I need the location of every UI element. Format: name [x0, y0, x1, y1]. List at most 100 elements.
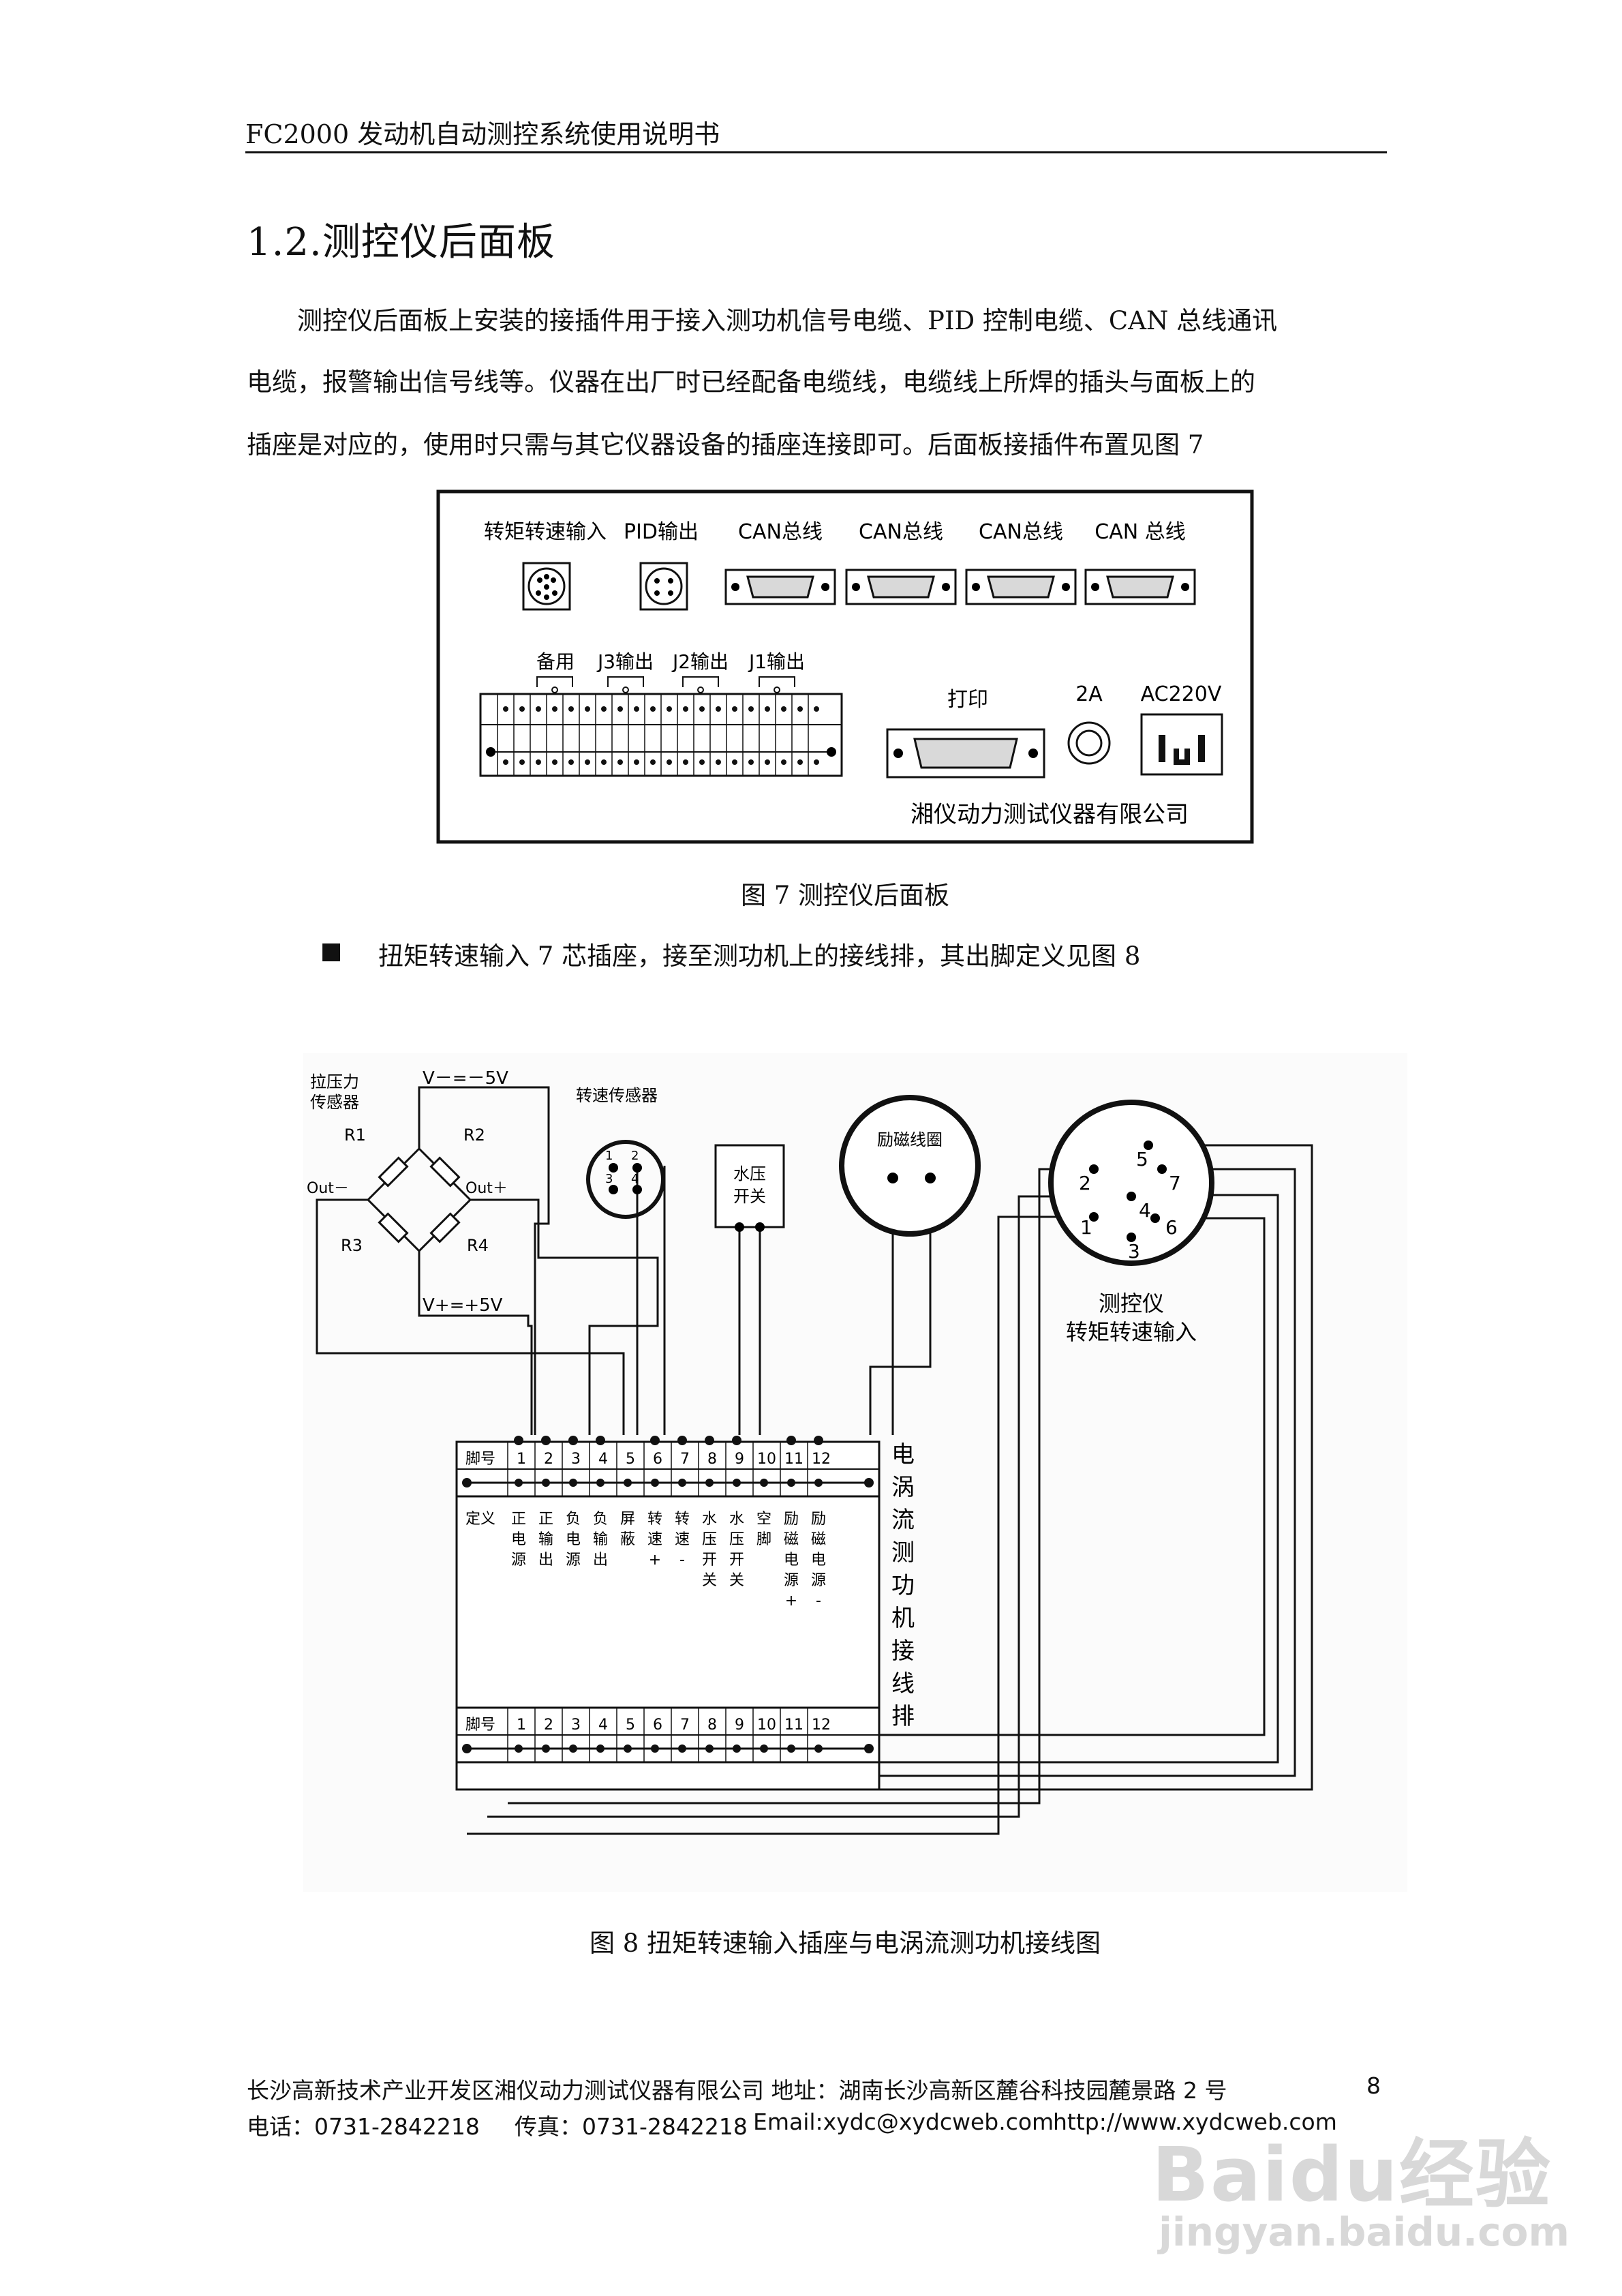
terminal-dot [634, 759, 639, 765]
terminal-pin-dot [733, 1479, 741, 1487]
pin-definition-char: 关 [729, 1572, 744, 1589]
terminal-pin-dot [787, 1744, 795, 1753]
out-plus-label: Out＋ [465, 1180, 508, 1197]
terminal-pin-number: 9 [735, 1451, 744, 1468]
terminal-pin-number: 11 [784, 1717, 804, 1734]
terminal-pin-dot [705, 1744, 714, 1753]
terminal-pin-dot [733, 1744, 741, 1753]
pin-definition-char: 电 [811, 1552, 826, 1569]
r3-label: R3 [341, 1236, 363, 1255]
terminal-dot [519, 706, 525, 712]
pin-definition-char: 负 [593, 1511, 608, 1528]
fuse-holder-icon [1067, 721, 1111, 765]
terminal-dot [683, 706, 688, 712]
terminal-dot [797, 706, 803, 712]
terminal-dot [667, 706, 672, 712]
terminal-dot [552, 706, 557, 712]
pin-definition-char: 输 [593, 1531, 608, 1548]
terminal-pin-dot [705, 1479, 714, 1487]
socket-pin: 3 [1128, 1240, 1140, 1263]
terminal-pin-dot [624, 1479, 632, 1487]
instrument-label: 测控仪 [1099, 1290, 1164, 1316]
terminal-pin-dot [569, 1744, 577, 1753]
baidu-watermark-url: jingyan.baidu.com [1159, 2209, 1570, 2255]
terminal-pin-number: 8 [707, 1717, 717, 1734]
can-label-4: CAN 总线 [1095, 520, 1185, 544]
pin-definition-char: 电 [511, 1531, 526, 1548]
baidu-watermark-logo: Baidu经验 [1152, 2131, 1552, 2218]
block-title-char: 流 [891, 1507, 915, 1534]
socket-pin: 5 [1136, 1148, 1148, 1170]
pin-definition-char: 压 [729, 1531, 744, 1548]
can-connector-icon [845, 569, 957, 605]
bullet-marker-icon: ■ [320, 937, 343, 965]
pin-definition-char: 磁 [811, 1531, 826, 1548]
can-label-3: CAN总线 [979, 520, 1063, 544]
water-switch-box [714, 1144, 785, 1228]
v-plus-label: V+=+5V [423, 1295, 503, 1316]
terminal-pin-dot [814, 1744, 823, 1753]
terminal-pin-number: 5 [626, 1717, 635, 1734]
terminal-pin-number: 12 [812, 1451, 831, 1468]
block-title-char: 涡 [891, 1474, 915, 1501]
terminal-dot [797, 759, 803, 765]
terminal-pin-number: 11 [784, 1451, 804, 1468]
block-title-char: 测 [891, 1539, 915, 1567]
pid-output-label: PID输出 [624, 520, 699, 544]
pin-definition-char: - [816, 1592, 821, 1610]
speed-sensor-icon [586, 1140, 665, 1219]
j2-output-label: J2输出 [671, 650, 729, 673]
pin-definition-char: 源 [511, 1552, 526, 1569]
document-header: FC2000 发动机自动测控系统使用说明书 [245, 119, 720, 149]
terminal-pin-number: 10 [757, 1451, 776, 1468]
water-switch-label-1: 水压 [733, 1164, 766, 1183]
terminal-dot [683, 759, 688, 765]
terminal-pin-number: 1 [517, 1717, 526, 1734]
torque-input-label: 转矩转速输入 [484, 520, 607, 544]
pin-definition-char: 速 [675, 1531, 690, 1548]
r4-label: R4 [467, 1236, 489, 1255]
block-title-char: 排 [891, 1703, 915, 1730]
block-title-char: 线 [891, 1670, 915, 1697]
pin-definition-char: + [649, 1552, 661, 1569]
terminal-pin-dot [542, 1744, 550, 1753]
terminal-pin-dot [515, 1744, 523, 1753]
excitation-coil-icon [839, 1095, 981, 1237]
terminal-pin-number: 3 [571, 1451, 581, 1468]
paragraph-line: 测控仪后面板上安装的接插件用于接入测功机信号电缆、PID 控制电缆、CAN 总线… [297, 306, 1278, 335]
terminal-pin-number: 2 [544, 1717, 553, 1734]
coil-label: 励磁线圈 [877, 1130, 943, 1149]
pin-definition-char: 出 [593, 1552, 608, 1569]
pin-definition-char: 源 [784, 1572, 799, 1589]
pin-definition-char: 磁 [784, 1531, 799, 1548]
terminal-pin-dot [596, 1479, 605, 1487]
terminal-pin-dot [651, 1744, 659, 1753]
terminal-pin-number: 1 [517, 1451, 526, 1468]
terminal-pin-number: 3 [571, 1717, 581, 1734]
terminal-dot [503, 706, 508, 712]
terminal-dot [716, 759, 721, 765]
water-switch-label-2: 开关 [733, 1187, 766, 1206]
terminal-dot [568, 759, 574, 765]
fuse-label: 2A [1075, 682, 1103, 706]
pin-header-label: 脚号 [465, 1717, 495, 1734]
can-label-2: CAN总线 [859, 520, 943, 544]
terminal-dot [814, 706, 819, 712]
terminal-pin-dot [624, 1744, 632, 1753]
out-minus-label: Out－ [307, 1180, 349, 1197]
pin-definition-char: 正 [538, 1511, 553, 1528]
can-label-1: CAN总线 [738, 520, 823, 544]
wiring-lines [316, 1086, 1313, 1835]
terminal-pin-dot [569, 1479, 577, 1487]
terminal-dot [781, 706, 786, 712]
footer-website-link[interactable]: http://www.xydcweb.com [1053, 2109, 1337, 2135]
block-title-char: 接 [891, 1637, 915, 1665]
pin-definition-char: 空 [756, 1511, 771, 1528]
terminal-dot [585, 706, 590, 712]
page-number: 8 [1366, 2072, 1381, 2099]
terminal-dot [781, 759, 786, 765]
pin-header-label: 脚号 [465, 1451, 495, 1468]
figure7-caption: 图 7 测控仪后面板 [740, 881, 950, 910]
